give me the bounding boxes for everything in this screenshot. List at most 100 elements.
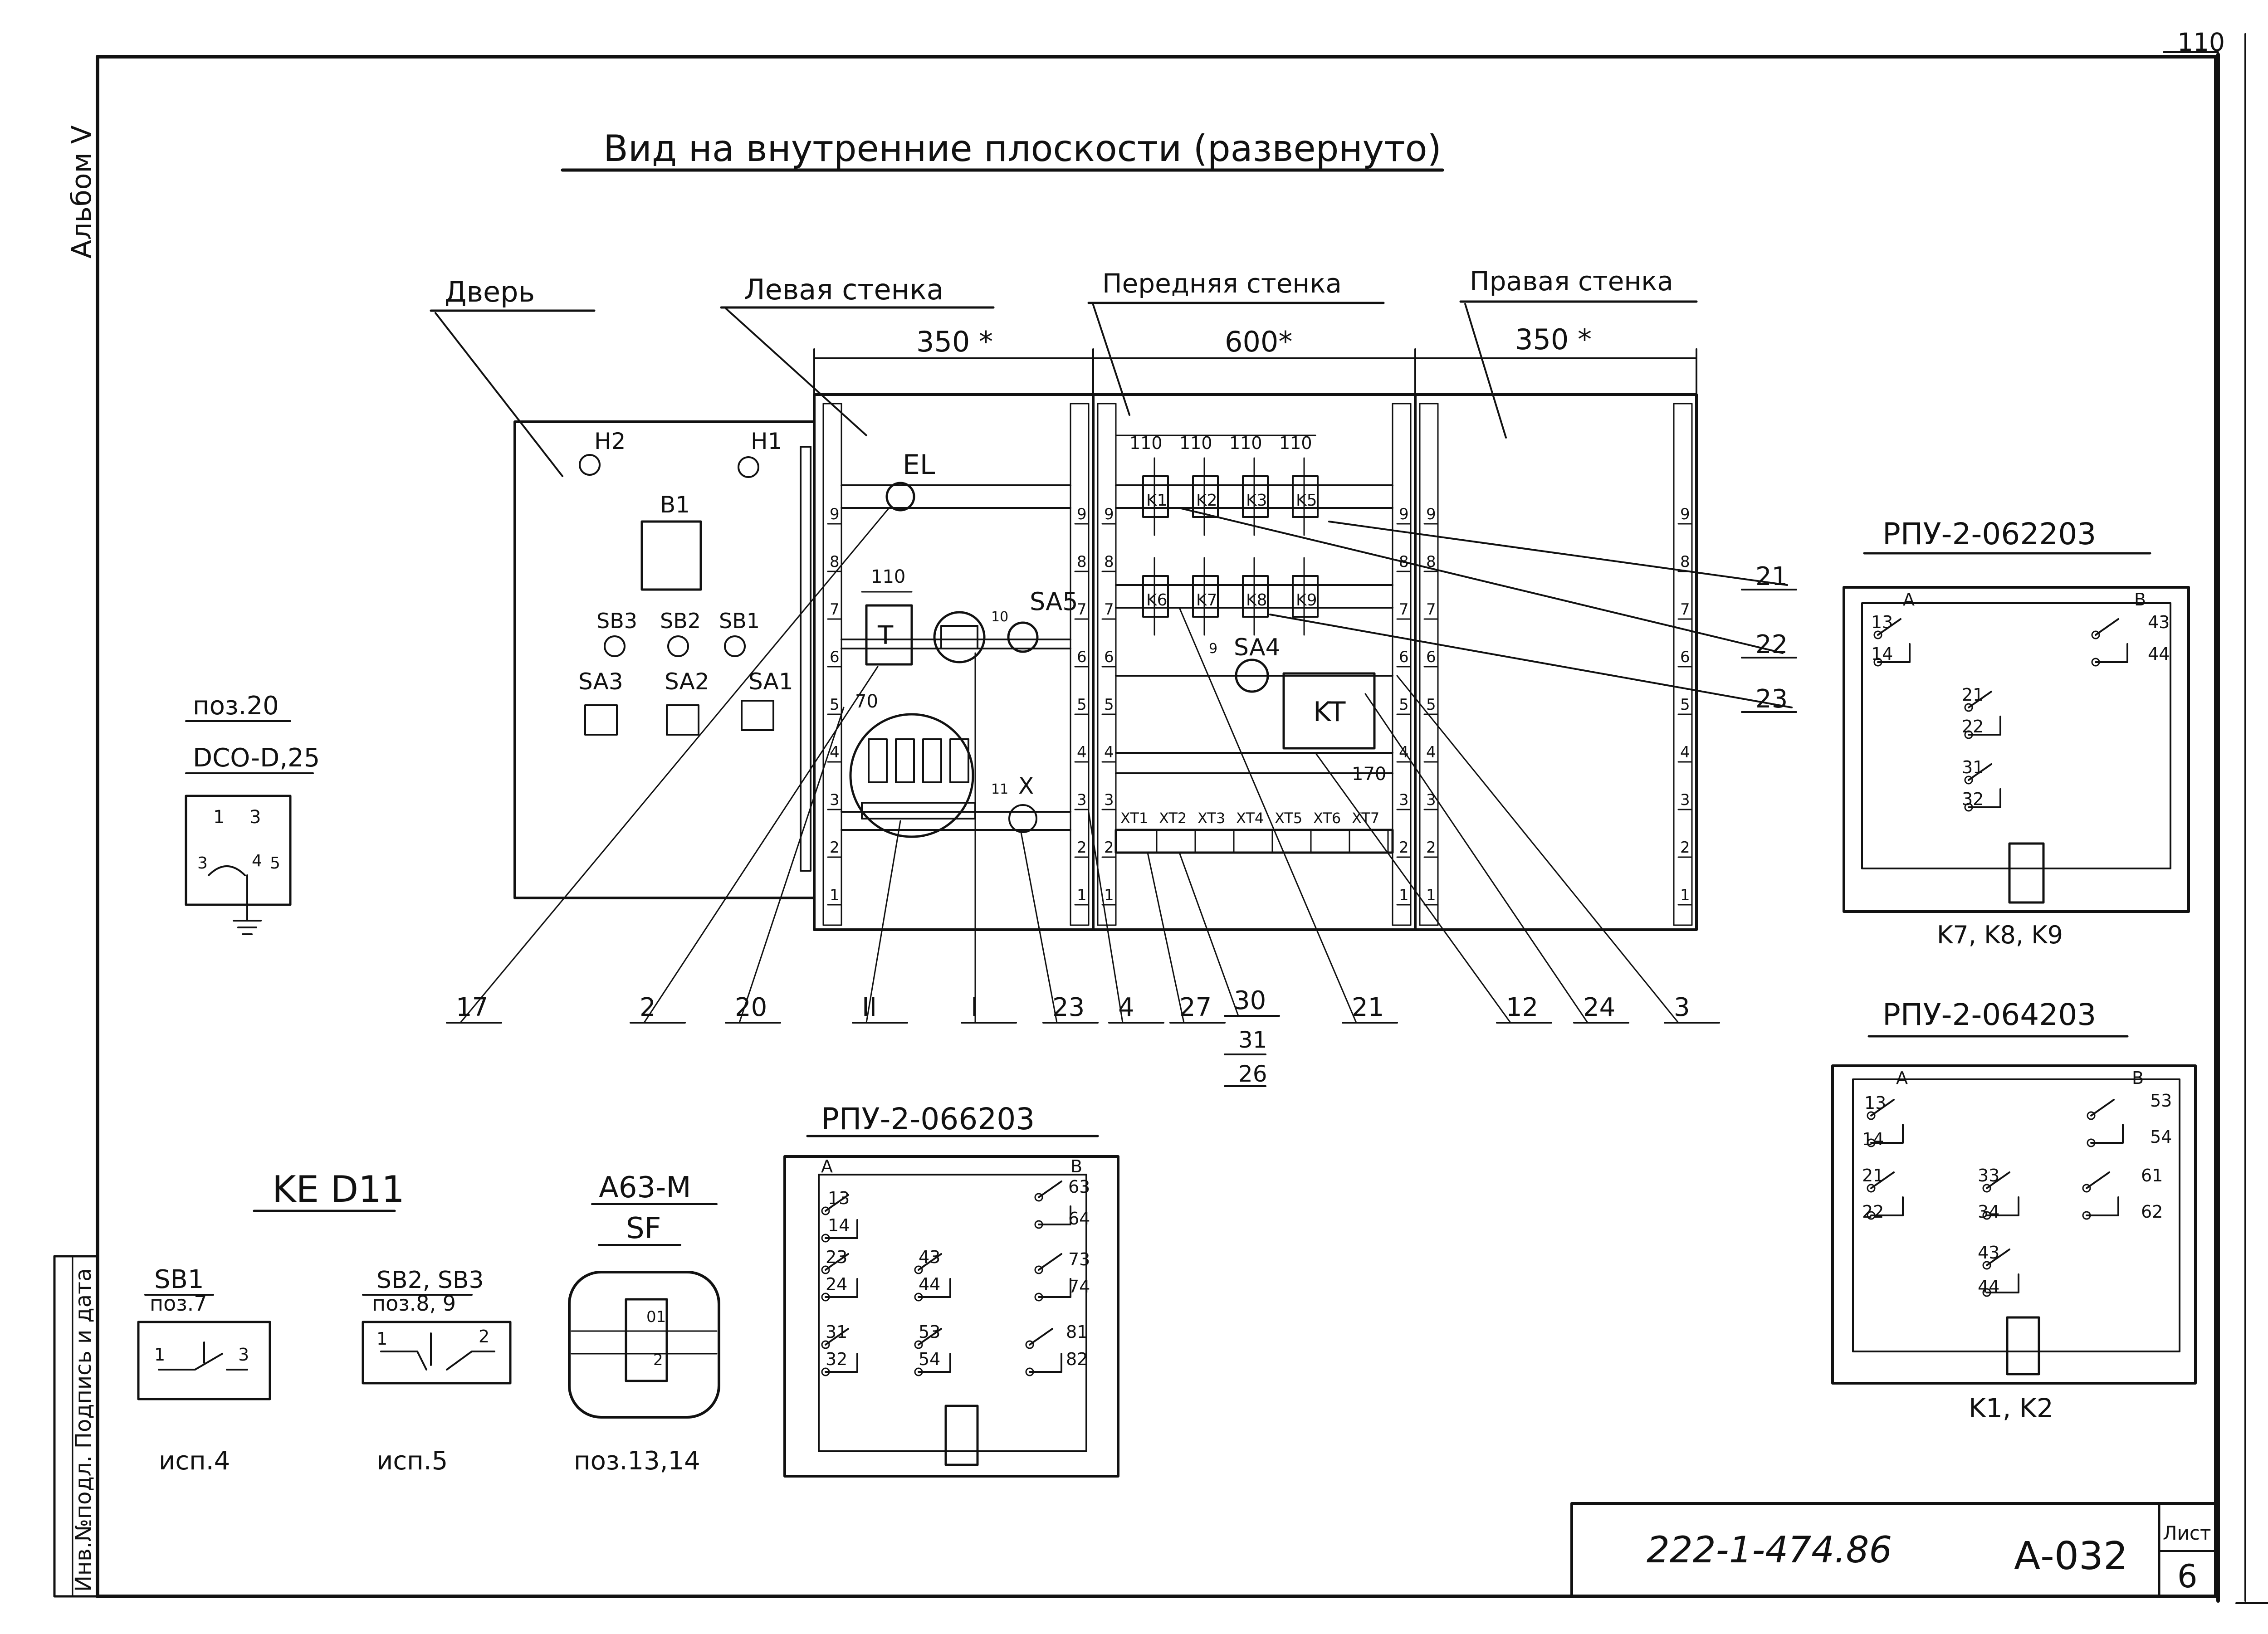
scale-tick: 4 — [830, 743, 840, 761]
scale-tick: 1 — [1104, 886, 1114, 904]
left-wall-components: EL 110 T 10 SA5 70 11 X — [849, 449, 1078, 838]
rpu064-terminal: 61 — [2141, 1166, 2163, 1185]
relay-bottom — [1292, 575, 1319, 618]
top-dimensions: 350 * 600* 350 * — [813, 323, 1697, 395]
relay-cluster-ii — [849, 713, 974, 838]
rpu062-terminal: 13 — [1871, 612, 1893, 632]
sb1-pin-3: 3 — [238, 1345, 249, 1365]
switch-sa5-icon — [1007, 621, 1039, 653]
relay-bottom — [1242, 575, 1269, 618]
breaker-pin-01: 01 — [646, 1308, 666, 1326]
rpu064-terminal: 62 — [2141, 1202, 2163, 1222]
album-label: Альбом V — [66, 125, 98, 259]
scale-tick: 8 — [1077, 553, 1087, 571]
sb23-variant: исп.5 — [376, 1446, 448, 1476]
sb23-pin-2: 2 — [479, 1327, 489, 1346]
rpu066-terminal: 74 — [1068, 1277, 1090, 1297]
scale-tick: 5 — [1680, 696, 1690, 714]
lamp-h1-icon — [738, 456, 759, 478]
scale-tick: 2 — [1104, 839, 1114, 857]
door-h1-label: H1 — [751, 428, 782, 454]
callout-number: 17 — [456, 993, 488, 1022]
rpu062-terminal: A — [1903, 590, 1915, 610]
sb1-pos: поз.7 — [150, 1291, 207, 1316]
scale-tick: 7 — [1104, 600, 1114, 619]
left-x-label: X — [1018, 773, 1034, 799]
relay-top-label: K1 — [1146, 491, 1168, 510]
callout-number: 30 — [1234, 986, 1266, 1015]
corner-number: 110 — [2177, 28, 2225, 57]
poz20-pos: поз.20 — [193, 691, 279, 721]
right-callouts: 21 22 23 — [1178, 507, 1797, 714]
side-stamp: Инв.№подл. Подпись и дата — [71, 1268, 96, 1592]
title-block: 222-1-474.86 А-032 Лист 6 — [1570, 1502, 2219, 1598]
scale-tick: 3 — [1104, 791, 1114, 809]
relay-top — [1192, 475, 1219, 518]
left-wall-heading: Левая стенка — [744, 273, 944, 306]
terminal-label: XT7 — [1352, 810, 1379, 827]
poz20-name: DCO-D,25 — [193, 743, 320, 773]
scale-tick: 7 — [1077, 600, 1087, 619]
dim-small-10: 10 — [991, 609, 1008, 625]
sheet-word: Лист — [2163, 1522, 2211, 1544]
right-wall-heading: Правая стенка — [1470, 266, 1673, 297]
sb1-variant: исп.4 — [159, 1446, 230, 1476]
scale-tick: 9 — [830, 505, 840, 523]
callout-number: II — [862, 993, 877, 1022]
scale-tick: 6 — [1104, 648, 1114, 666]
scale-tick: 2 — [1680, 839, 1690, 857]
scale-tick: 8 — [1680, 553, 1690, 571]
door-sb3-label: SB3 — [596, 609, 637, 633]
door-panel: H2 H1 B1 SB3 SB2 SB1 SA3 SA2 SA1 — [513, 420, 816, 899]
left-t-label: T — [877, 621, 894, 650]
lamp-h2-icon — [579, 454, 601, 476]
relay-top — [1142, 475, 1169, 518]
door-sb2-label: SB2 — [660, 609, 701, 633]
callout-number: 12 — [1506, 993, 1538, 1022]
relay-top-label: K5 — [1296, 491, 1317, 510]
rpu064-terminal: 53 — [2150, 1091, 2172, 1111]
scale-tick: 4 — [1077, 743, 1087, 761]
scale-tick: 2 — [1426, 839, 1436, 857]
callout-number: 31 — [1238, 1027, 1267, 1053]
relay-top-label: K3 — [1246, 491, 1267, 510]
callout-number: I — [971, 993, 978, 1022]
scale-tick: 7 — [1426, 600, 1436, 619]
breaker-title: A63-M — [599, 1171, 691, 1205]
rpu066-terminal: 73 — [1068, 1249, 1090, 1269]
callout-number: 26 — [1238, 1061, 1267, 1087]
rpu066-terminal: B — [1070, 1156, 1082, 1176]
sb1-pin-1: 1 — [154, 1345, 165, 1365]
scale-tick: 8 — [830, 553, 840, 571]
dim-110: 110 — [1279, 433, 1312, 453]
left-el-label: EL — [903, 449, 935, 481]
breaker-a63m: A63-M SF 01 2 поз.13,14 — [568, 1171, 720, 1476]
terminal-label: XT4 — [1236, 810, 1264, 827]
breaker-name: SF — [626, 1212, 661, 1245]
kedll-title: KE D11 — [272, 1168, 405, 1210]
callout-right-22: 22 — [1755, 630, 1788, 659]
switch-sa4-icon — [1235, 658, 1269, 693]
scale-tick: 3 — [1399, 791, 1409, 809]
scale-tick: 1 — [830, 886, 840, 904]
front-wall-heading: Передняя стенка — [1102, 268, 1342, 299]
relay-bottom-label: K8 — [1246, 591, 1267, 610]
callout-number: 3 — [1674, 993, 1690, 1022]
scale-tick: 9 — [1399, 505, 1409, 523]
terminal-label: XT3 — [1198, 810, 1225, 827]
dim-front-width: 600* — [1225, 325, 1292, 358]
callout-number: 24 — [1583, 993, 1615, 1022]
terminal-label: XT1 — [1120, 810, 1148, 827]
terminal-label: XT6 — [1313, 810, 1341, 827]
scale-tick: 1 — [1399, 886, 1409, 904]
rpu064-terminal: 54 — [2150, 1127, 2172, 1147]
poz20-pin-1: 1 — [213, 807, 225, 828]
scale-tick: 4 — [1680, 743, 1690, 761]
rpu064-terminal: 13 — [1864, 1093, 1886, 1113]
scale-tick: 9 — [1104, 505, 1114, 523]
rpu066-terminal: 81 — [1066, 1322, 1088, 1342]
sb23-pin-1: 1 — [376, 1329, 387, 1349]
scale-tick: 7 — [1680, 600, 1690, 619]
callout-number: 21 — [1352, 993, 1384, 1022]
